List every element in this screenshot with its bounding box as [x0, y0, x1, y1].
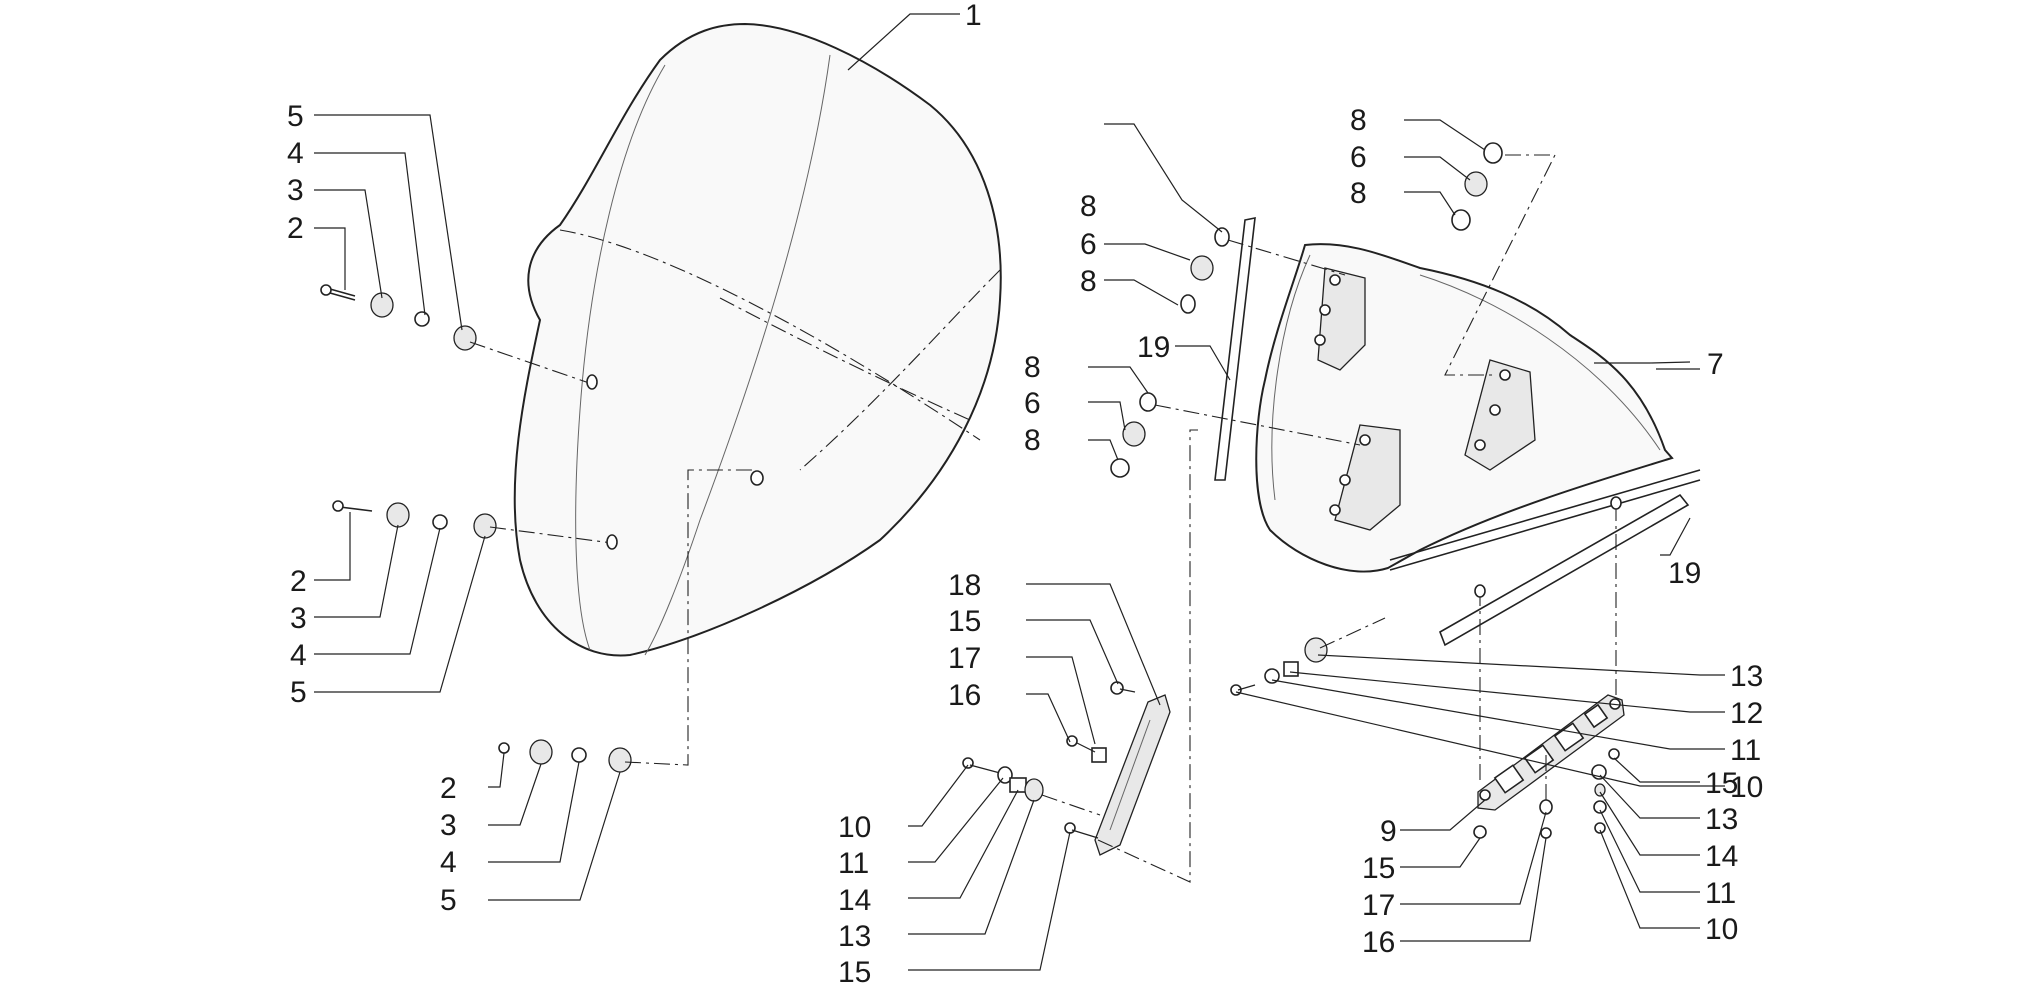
callout-2: 2: [290, 565, 307, 598]
callout-13: 13: [838, 920, 871, 953]
callout-6: 6: [1350, 141, 1367, 174]
fastener-stack-top: [320, 284, 598, 390]
callout-5: 5: [440, 884, 457, 917]
callout-11: 11: [1730, 734, 1761, 767]
callout-10: 10: [838, 811, 871, 844]
fastener-stack-bottom: [498, 469, 764, 773]
callout-3: 3: [290, 602, 307, 635]
rubber-strip-right: [1439, 493, 1690, 647]
callout-8: 8: [1024, 424, 1041, 457]
callout-8: 8: [1024, 351, 1041, 384]
callout-8: 8: [1080, 265, 1097, 298]
callout-5: 5: [290, 676, 307, 709]
callout-1: 1: [965, 0, 982, 32]
callout-19: 19: [1668, 557, 1701, 590]
callout-14: 14: [838, 884, 871, 917]
mounting-plate-icon: [1473, 496, 1625, 839]
callout-13: 13: [1705, 803, 1738, 836]
windscreen-panel-icon: [513, 22, 1002, 657]
callout-labels: 1 5 4 3 2 2 3 4 5 2 3 4 5 8 6 8 19 8 6 8…: [287, 0, 1763, 989]
callout-2: 2: [440, 772, 457, 805]
callout-16: 16: [1362, 926, 1395, 959]
callout-12: 12: [1730, 697, 1763, 730]
callout-15: 15: [1705, 767, 1738, 800]
callout-3: 3: [287, 174, 304, 207]
callout-15: 15: [838, 956, 871, 984]
support-bracket-icon: [1255, 243, 1701, 573]
callout-6: 6: [1080, 228, 1097, 261]
callout-15: 15: [1362, 852, 1395, 885]
callout-2: 2: [287, 212, 304, 245]
fastener-stack-bracket: [1230, 617, 1386, 696]
callout-9: 9: [1380, 815, 1397, 848]
callout-3: 3: [440, 809, 457, 842]
callout-17: 17: [1362, 889, 1395, 922]
callout-4: 4: [287, 137, 304, 170]
rubber-strip-left: [1214, 217, 1256, 481]
callout-10: 10: [1730, 771, 1763, 804]
callout-15: 15: [948, 605, 981, 638]
grommet-set-upper-center: [1180, 227, 1346, 314]
callout-8: 8: [1350, 177, 1367, 210]
callout-7: 7: [1707, 348, 1724, 381]
callout-5: 5: [287, 100, 304, 133]
callout-11: 11: [1705, 877, 1736, 910]
callout-18: 18: [948, 569, 981, 602]
callout-10: 10: [1705, 913, 1738, 946]
callout-6: 6: [1024, 387, 1041, 420]
callout-11: 11: [838, 847, 869, 880]
callout-4: 4: [440, 846, 457, 879]
callout-8: 8: [1350, 104, 1367, 137]
callout-19: 19: [1137, 331, 1170, 364]
callout-14: 14: [1705, 840, 1738, 873]
grommet-set-middle-left: [1110, 392, 1361, 478]
callout-16: 16: [948, 679, 981, 712]
small-bracket-icon: [962, 429, 1198, 883]
callout-13: 13: [1730, 660, 1763, 693]
callout-8: 8: [1080, 190, 1097, 223]
callout-17: 17: [948, 642, 981, 675]
leader-lines: [314, 13, 1725, 971]
callout-4: 4: [290, 639, 307, 672]
fastener-stack-middle: [332, 500, 618, 550]
grommet-set-top-right: [1444, 142, 1556, 376]
